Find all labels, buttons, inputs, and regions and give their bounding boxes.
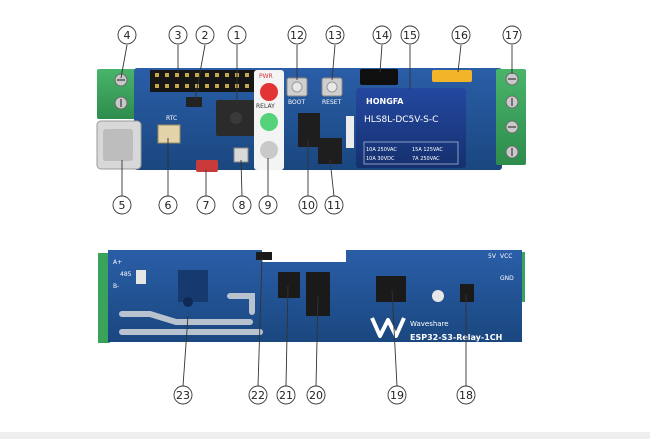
terminal-block-right bbox=[496, 69, 526, 165]
relay: HONGFA HLS8L-DC5V-S-C 10A 250VAC 10A 30V… bbox=[356, 88, 466, 168]
relay-rating-3: 15A 125VAC bbox=[412, 147, 443, 153]
led-panel: PWR RELAY bbox=[254, 70, 284, 170]
boot-button: BOOT bbox=[286, 77, 308, 106]
relay-traces bbox=[119, 293, 263, 335]
callout-16: 16 bbox=[454, 29, 468, 42]
callout-17: 17 bbox=[505, 29, 519, 42]
page-footer-strip bbox=[0, 432, 650, 439]
bottom-chip-22 bbox=[256, 252, 272, 260]
component-10 bbox=[298, 113, 320, 147]
pwr-label: PWR bbox=[259, 73, 273, 80]
esp32-chip bbox=[216, 100, 256, 136]
pin-header bbox=[150, 70, 258, 92]
relay-rating-4: 7A 250VAC bbox=[412, 156, 440, 162]
rs485-label: 485 bbox=[120, 271, 132, 278]
callout-23: 23 bbox=[176, 389, 190, 402]
component-11 bbox=[318, 138, 342, 164]
callout-1: 1 bbox=[234, 29, 241, 42]
callout-15: 15 bbox=[403, 29, 417, 42]
small-white-part bbox=[136, 270, 146, 284]
relay-brand: HONGFA bbox=[366, 97, 404, 106]
callout-13: 13 bbox=[328, 29, 342, 42]
callout-10: 10 bbox=[301, 199, 315, 212]
relay-led-label: RELAY bbox=[256, 103, 275, 110]
a-plus-label: A+ bbox=[113, 259, 122, 266]
boot-label: BOOT bbox=[288, 99, 305, 106]
callout-3: 3 bbox=[175, 29, 182, 42]
jumper-block bbox=[360, 69, 398, 85]
product-label: ESP32-S3-Relay-1CH bbox=[410, 333, 502, 342]
white-strip bbox=[346, 116, 354, 148]
callout-2: 2 bbox=[202, 29, 209, 42]
callout-4: 4 bbox=[124, 29, 131, 42]
callout-21: 21 bbox=[279, 389, 293, 402]
usb-c-port bbox=[96, 120, 142, 170]
callout-6: 6 bbox=[165, 199, 172, 212]
rtc-connector: RTC bbox=[157, 115, 181, 144]
waveshare-logo: Waveshare ESP32-S3-Relay-1CH bbox=[370, 317, 502, 342]
rtc-label: RTC bbox=[166, 115, 177, 122]
bottom-chip-21 bbox=[278, 272, 300, 298]
callout-8: 8 bbox=[239, 199, 246, 212]
red-component bbox=[196, 160, 218, 172]
callout-19: 19 bbox=[390, 389, 404, 402]
terminal-block-left bbox=[97, 69, 139, 119]
gnd-label: GND bbox=[500, 275, 514, 282]
callout-12: 12 bbox=[290, 29, 304, 42]
callout-7: 7 bbox=[203, 199, 210, 212]
relay-slot-dark bbox=[178, 270, 208, 302]
small-button bbox=[233, 147, 249, 163]
reset-label: RESET bbox=[322, 99, 342, 106]
rtc-chip bbox=[186, 97, 202, 107]
relay-model: HLS8L-DC5V-S-C bbox=[364, 115, 438, 125]
bottom-chip-19 bbox=[376, 276, 406, 302]
five-v-label: 5V bbox=[488, 253, 497, 260]
callout-20: 20 bbox=[309, 389, 323, 402]
bottom-terminal-left bbox=[98, 253, 110, 343]
bottom-chip-18 bbox=[460, 284, 474, 302]
mount-hole bbox=[432, 290, 444, 302]
callout-14: 14 bbox=[375, 29, 389, 42]
callout-9: 9 bbox=[265, 199, 272, 212]
relay-rating-1: 10A 250VAC bbox=[366, 147, 397, 153]
callout-11: 11 bbox=[327, 199, 341, 212]
brand-label: Waveshare bbox=[410, 320, 449, 328]
reset-button: RESET bbox=[321, 77, 343, 106]
bottom-board: A+ 485 B- Waveshare ESP32-S3-Relay-1CH 5… bbox=[98, 250, 525, 343]
relay-rating-2: 10A 30VDC bbox=[366, 156, 395, 162]
b-minus-label: B- bbox=[113, 283, 119, 290]
bottom-callouts bbox=[173, 257, 476, 405]
fuse bbox=[432, 70, 472, 82]
vcc-label: VCC bbox=[500, 253, 512, 260]
callout-22: 22 bbox=[251, 389, 265, 402]
top-callouts bbox=[112, 25, 522, 215]
callout-5: 5 bbox=[119, 199, 126, 212]
top-board: RTC PWR RELAY BOOT RESET bbox=[96, 68, 526, 172]
callout-18: 18 bbox=[459, 389, 473, 402]
